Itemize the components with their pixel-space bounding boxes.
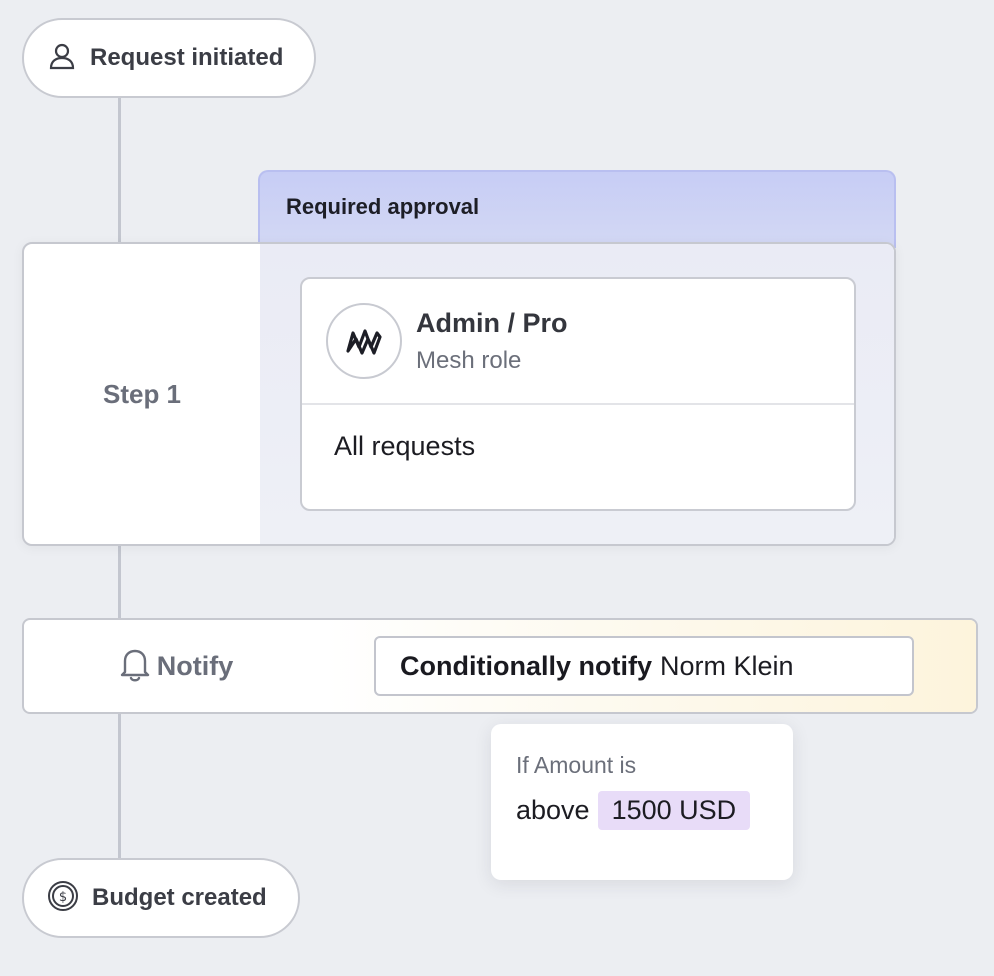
approver-card[interactable]: Admin / Pro Mesh role All requests: [300, 277, 856, 511]
notify-recipient-name: Norm Klein: [659, 650, 794, 681]
conditional-notify-box[interactable]: Conditionally notify Norm Klein: [374, 636, 914, 696]
connector-line-1: [118, 96, 121, 244]
notify-action-text: Conditionally notify: [400, 650, 652, 681]
connector-line-2: [118, 544, 121, 620]
notify-label-cell: Notify: [24, 620, 326, 712]
condition-operator: above: [516, 795, 590, 825]
condition-popover[interactable]: If Amount is above 1500 USD: [491, 724, 793, 880]
required-approval-header: Required approval: [258, 170, 896, 248]
user-icon: [46, 40, 78, 77]
connector-line-3: [118, 712, 121, 860]
approver-header: Admin / Pro Mesh role: [302, 279, 854, 405]
mesh-logo-icon: [326, 303, 402, 379]
condition-row: above 1500 USD: [516, 791, 793, 830]
dollar-coin-icon: $: [46, 879, 80, 918]
notify-label: Notify: [156, 650, 234, 681]
approver-role-subtitle: Mesh role: [416, 346, 522, 374]
svg-text:$: $: [59, 890, 67, 905]
budget-created-label: Budget created: [92, 884, 267, 911]
step-label-cell: Step 1: [24, 244, 260, 544]
required-approval-title: Required approval: [286, 194, 480, 219]
notify-row[interactable]: Notify Conditionally notify Norm Klein: [22, 618, 978, 714]
budget-created-node[interactable]: $ Budget created: [22, 858, 300, 938]
approver-scope-text: All requests: [334, 431, 476, 461]
bell-icon: [117, 644, 153, 689]
condition-value-chip[interactable]: 1500 USD: [597, 791, 751, 830]
step-label: Step 1: [102, 378, 182, 409]
approver-role-title: Admin / Pro: [416, 307, 568, 338]
step-approvers-area: Admin / Pro Mesh role All requests: [260, 244, 894, 544]
notify-detail-area: Conditionally notify Norm Klein: [326, 620, 976, 712]
approver-scope: All requests: [302, 405, 854, 462]
approval-step-card[interactable]: Step 1 Admin / Pro Mesh role All request…: [22, 242, 896, 546]
request-initiated-label: Request initiated: [90, 44, 284, 71]
condition-label: If Amount is: [516, 752, 637, 778]
request-initiated-node[interactable]: Request initiated: [22, 18, 316, 98]
